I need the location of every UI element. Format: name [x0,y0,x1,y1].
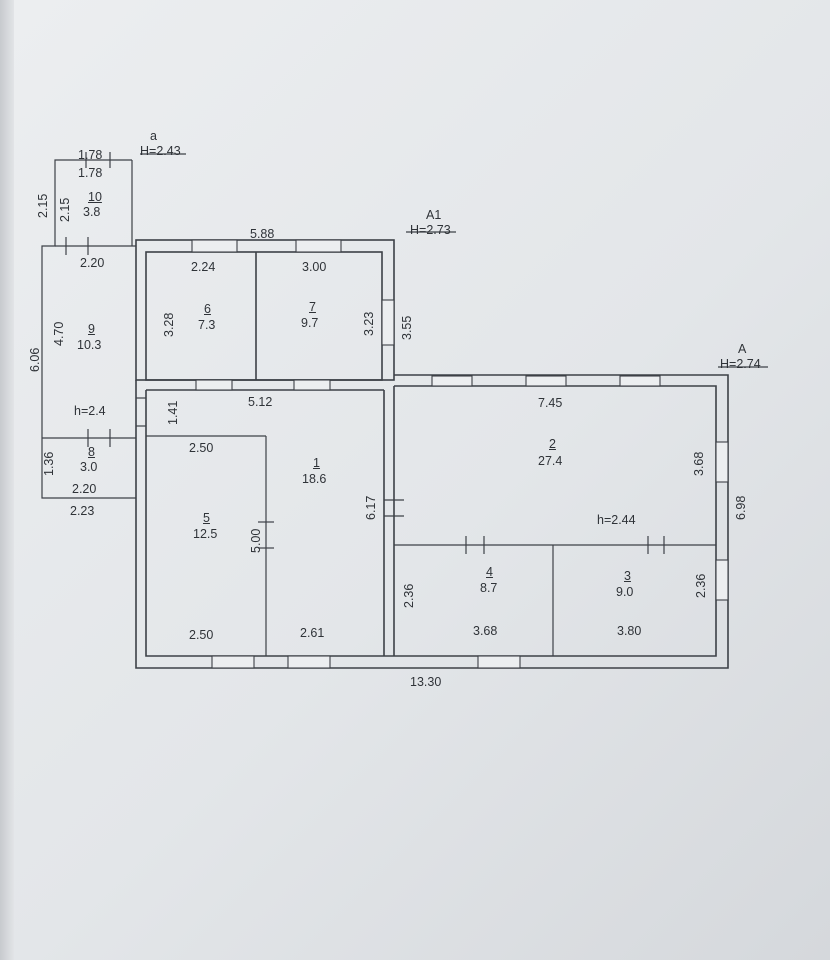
dim-6-98: 6.98 [734,495,748,520]
room-number-7: 7 [309,300,316,314]
dim-1-78-top: 1.78 [78,148,103,162]
dim-6-17: 6.17 [364,495,378,520]
room-area-3: 9.0 [616,585,634,599]
dim-2-50-bottom: 2.50 [189,628,214,642]
window [715,559,729,601]
window [381,299,395,346]
block-a-letter: a [150,129,157,143]
dim-2-61: 2.61 [300,626,325,640]
dim-1-41: 1.41 [166,400,180,425]
height-note-h-2-44: h=2.44 [597,513,636,527]
room-number-8: 8 [88,445,95,459]
window [211,655,255,669]
dim-1-78-inner: 1.78 [78,166,103,180]
window [477,655,521,669]
room-number-6: 6 [204,302,211,316]
window [295,239,342,253]
block-a1-outer [135,239,395,381]
room-number-2: 2 [549,437,556,451]
dim-2-24: 2.24 [191,260,216,274]
window [191,239,238,253]
room-area-4: 8.7 [480,581,498,595]
block-a1-height: H=2.73 [410,223,451,237]
dim-2-36-left: 2.36 [402,583,416,608]
window [715,441,729,483]
dim-3-68-bottom: 3.68 [473,624,498,638]
dim-2-50-top: 2.50 [189,441,214,455]
dim-3-68-right: 3.68 [692,451,706,476]
room-number-10: 10 [88,190,102,204]
room-area-5: 12.5 [193,527,218,541]
main-block-inner [145,385,717,657]
window [619,375,661,387]
main-block-outer [135,374,729,669]
dim-6-06: 6.06 [28,347,42,372]
dim-5-00: 5.00 [249,528,263,553]
block-a1-inner [145,251,383,381]
dim-2-36-right: 2.36 [694,573,708,598]
extension-walls [41,159,136,499]
room-area-9: 10.3 [77,338,102,352]
room-number-5: 5 [203,511,210,525]
dim-3-80: 3.80 [617,624,642,638]
room-area-1: 18.6 [302,472,327,486]
block-a-height: H=2.43 [140,144,181,158]
dim-1-36: 1.36 [42,451,56,476]
room-number-1: 1 [313,456,320,470]
room-area-6: 7.3 [198,318,216,332]
dim-2-20-top: 2.20 [80,256,105,270]
room-area-2: 27.4 [538,454,563,468]
dim-2-15-outer: 2.15 [36,193,50,218]
dim-3-55: 3.55 [400,315,414,340]
window [195,379,233,391]
dim-5-88: 5.88 [250,227,275,241]
dim-2-20-bottom: 2.20 [72,482,97,496]
room-number-4: 4 [486,565,493,579]
room-number-3: 3 [624,569,631,583]
height-note-h-2-4: h=2.4 [74,404,106,418]
dim-7-45: 7.45 [538,396,563,410]
dim-4-70: 4.70 [52,321,66,346]
dim-5-12: 5.12 [248,395,273,409]
block-main-height: H=2.74 [720,357,761,371]
room-area-8: 3.0 [80,460,98,474]
window [293,379,331,391]
dim-3-28: 3.28 [162,312,176,337]
room-area-7: 9.7 [301,316,319,330]
dim-13-30: 13.30 [410,675,442,689]
dim-2-23: 2.23 [70,504,95,518]
room-area-10: 3.8 [83,205,101,219]
block-a1-letter: A1 [426,208,442,222]
dim-3-23: 3.23 [362,311,376,336]
binding-edge [0,0,14,960]
window [431,375,473,387]
window [525,375,567,387]
dim-3-00: 3.00 [302,260,327,274]
block-main-letter: A [738,342,747,356]
room-number-9: 9 [88,322,95,336]
window [287,655,331,669]
dim-2-15-inner: 2.15 [58,197,72,222]
